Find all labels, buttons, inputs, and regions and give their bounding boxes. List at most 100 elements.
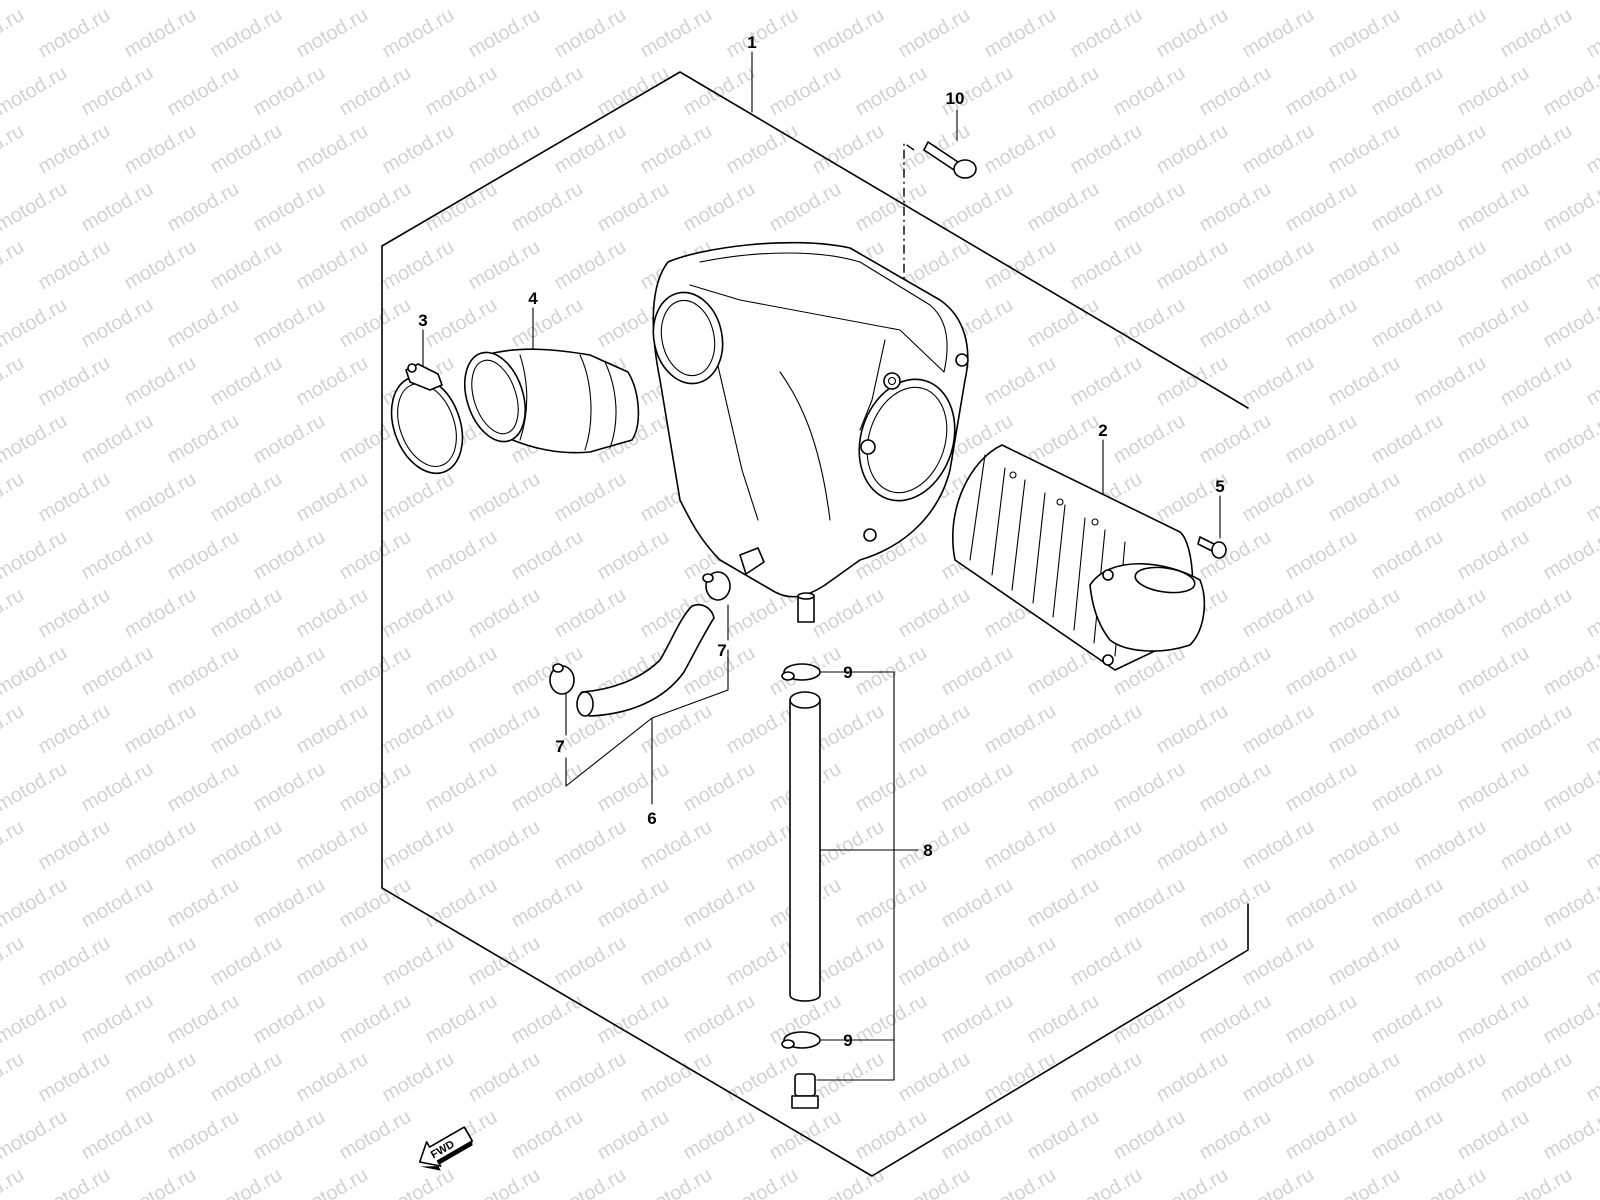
watermark-text: motod.ru <box>1024 178 1103 237</box>
watermark-text: motod.ru <box>1067 816 1146 875</box>
watermark-text: motod.ru <box>250 642 329 701</box>
callout-7-right: 7 <box>717 641 726 660</box>
watermark-text: motod.ru <box>1196 642 1275 701</box>
watermark-text: motod.ru <box>1196 758 1275 817</box>
watermark-text: motod.ru <box>164 874 243 933</box>
watermark-text: motod.ru <box>1196 410 1275 469</box>
watermark-text: motod.ru <box>164 758 243 817</box>
watermark-text: motod.ru <box>164 410 243 469</box>
watermark-text: motod.ru <box>164 526 243 585</box>
watermark-text: motod.ru <box>680 874 759 933</box>
watermark-text: motod.ru <box>1368 410 1447 469</box>
watermark-text: motod.ru <box>1196 1106 1275 1165</box>
watermark-text: motod.ru <box>1239 4 1318 63</box>
watermark-text: motod.ru <box>35 700 114 759</box>
watermark-text: motod.ru <box>1110 178 1189 237</box>
watermark-text: motod.ru <box>1153 816 1232 875</box>
watermark-text: motod.ru <box>207 4 286 63</box>
watermark-text: motod.ru <box>379 700 458 759</box>
watermark-text: motod.ru <box>1282 990 1361 1049</box>
watermark-text: motod.ru <box>0 642 71 701</box>
watermark-text: motod.ru <box>1411 932 1490 991</box>
watermark-text: motod.ru <box>465 236 544 295</box>
watermark-text: motod.ru <box>121 584 200 643</box>
watermark-text: motod.ru <box>551 932 630 991</box>
watermark-text: motod.ru <box>1540 526 1600 585</box>
watermark-text: motod.ru <box>1153 120 1232 179</box>
watermark-text: motod.ru <box>551 120 630 179</box>
watermark-text: motod.ru <box>1454 526 1533 585</box>
watermark-text: motod.ru <box>508 0 587 4</box>
watermark-text: motod.ru <box>1497 816 1576 875</box>
drain-plug <box>791 1073 819 1109</box>
watermark-text: motod.ru <box>293 932 372 991</box>
watermark-text: motod.ru <box>293 816 372 875</box>
watermark-text: motod.ru <box>1067 120 1146 179</box>
watermark-text: motod.ru <box>0 1106 71 1165</box>
watermark-text: motod.ru <box>551 468 630 527</box>
watermark-text: motod.ru <box>78 758 157 817</box>
watermark-text: motod.ru <box>1196 874 1275 933</box>
watermark-text: motod.ru <box>1024 62 1103 121</box>
watermark-text: motod.ru <box>1239 584 1318 643</box>
watermark-text: motod.ru <box>164 990 243 1049</box>
watermark-text: motod.ru <box>1497 700 1576 759</box>
fwd-direction-arrow: FWD <box>418 1126 474 1171</box>
watermark-text: motod.ru <box>164 294 243 353</box>
watermark-text: motod.ru <box>1583 352 1600 411</box>
watermark-text: motod.ru <box>465 1164 544 1200</box>
watermark-text: motod.ru <box>379 1048 458 1107</box>
watermark-text: motod.ru <box>1282 1106 1361 1165</box>
watermark-text: motod.ru <box>1583 700 1600 759</box>
watermark-text: motod.ru <box>0 4 28 63</box>
watermark-text: motod.ru <box>293 352 372 411</box>
watermark-text: motod.ru <box>981 932 1060 991</box>
watermark-text: motod.ru <box>35 236 114 295</box>
watermark-text: motod.ru <box>508 990 587 1049</box>
watermark-text: motod.ru <box>551 1048 630 1107</box>
watermark-text: motod.ru <box>1067 1048 1146 1107</box>
watermark-text: motod.ru <box>1325 1048 1404 1107</box>
watermark-text: motod.ru <box>1153 1048 1232 1107</box>
watermark-text: motod.ru <box>938 178 1017 237</box>
watermark-text: motod.ru <box>1024 990 1103 1049</box>
watermark-text: motod.ru <box>594 874 673 933</box>
watermark-text: motod.ru <box>1540 0 1600 4</box>
watermark-text: motod.ru <box>1239 932 1318 991</box>
watermark-text: motod.ru <box>1282 526 1361 585</box>
watermark-text: motod.ru <box>207 468 286 527</box>
watermark-text: motod.ru <box>1110 874 1189 933</box>
watermark-text: motod.ru <box>508 642 587 701</box>
watermark-text: motod.ru <box>379 4 458 63</box>
watermark-text: motod.ru <box>35 120 114 179</box>
watermark-text: motod.ru <box>422 758 501 817</box>
watermark-text: motod.ru <box>938 874 1017 933</box>
watermark-text: motod.ru <box>78 0 157 4</box>
watermark-text: motod.ru <box>1110 990 1189 1049</box>
watermark-text: motod.ru <box>121 700 200 759</box>
watermark-text: motod.ru <box>0 352 28 411</box>
watermark-text: motod.ru <box>207 120 286 179</box>
watermark-text: motod.ru <box>1325 932 1404 991</box>
watermark-text: motod.ru <box>1024 294 1103 353</box>
watermark-text: motod.ru <box>895 584 974 643</box>
watermark-text: motod.ru <box>1024 410 1103 469</box>
watermark-text: motod.ru <box>1497 120 1576 179</box>
watermark-text: motod.ru <box>250 874 329 933</box>
watermark-text: motod.ru <box>594 0 673 4</box>
watermark-text: motod.ru <box>0 758 71 817</box>
watermark-text: motod.ru <box>1239 120 1318 179</box>
watermark-text: motod.ru <box>637 4 716 63</box>
watermark-text: motod.ru <box>121 352 200 411</box>
watermark-text: motod.ru <box>336 0 415 4</box>
watermark-text: motod.ru <box>1196 294 1275 353</box>
watermark-text: motod.ru <box>1067 1164 1146 1200</box>
watermark-text: motod.ru <box>1583 1048 1600 1107</box>
watermark-text: motod.ru <box>465 700 544 759</box>
watermark-text: motod.ru <box>1196 0 1275 4</box>
watermark-text: motod.ru <box>1583 584 1600 643</box>
watermark-text: motod.ru <box>766 0 845 4</box>
watermark-text: motod.ru <box>336 1106 415 1165</box>
watermark-text: motod.ru <box>379 932 458 991</box>
